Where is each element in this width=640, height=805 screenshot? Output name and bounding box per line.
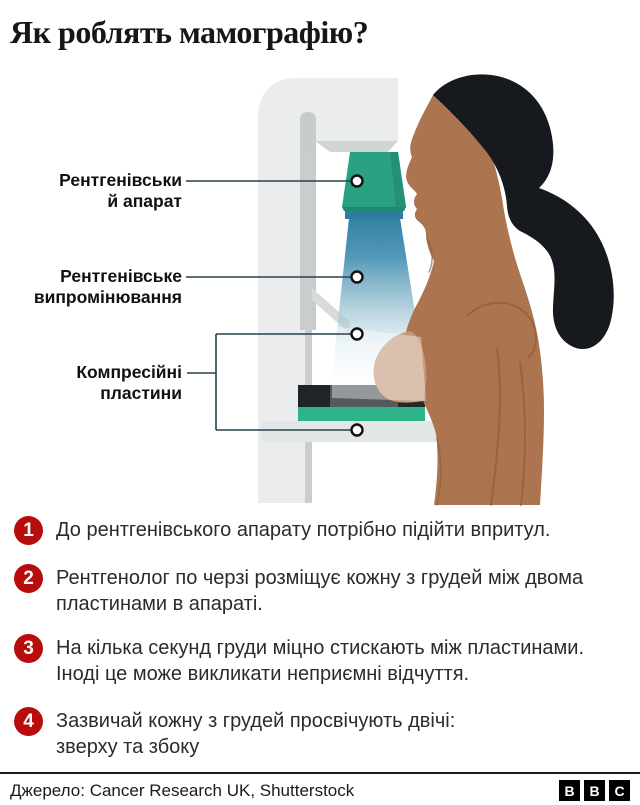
machine-column-edge bbox=[305, 152, 312, 503]
machine-arm-underside bbox=[315, 141, 398, 152]
label-xray-radiation-line1: Рентгенівське bbox=[60, 266, 182, 286]
label-xray-machine: Рентгенівськи й апарат bbox=[59, 170, 182, 212]
bbc-logo-block-b2: B bbox=[584, 780, 605, 801]
body-contour-lines bbox=[426, 237, 537, 506]
detector-plate-green bbox=[298, 407, 425, 421]
bbc-logo-block-b1: B bbox=[559, 780, 580, 801]
woman-hair bbox=[433, 74, 614, 350]
mammogram-illustration bbox=[0, 60, 640, 510]
bbc-logo: B B C bbox=[559, 780, 630, 801]
step-text: Рентгенолог по черзі розміщує кожну з гр… bbox=[56, 567, 584, 615]
xray-head-facet bbox=[390, 152, 406, 207]
xray-tube-neck bbox=[345, 211, 403, 219]
step-item-2: 2 Рентгенолог по черзі розміщує кожну з … bbox=[14, 564, 630, 617]
label-compression-plates-line2: пластини bbox=[100, 383, 182, 403]
xray-head-bottom-edge bbox=[342, 207, 406, 211]
label-xray-radiation: Рентгенівське випромінювання bbox=[34, 266, 182, 308]
step-number-badge: 4 bbox=[14, 707, 43, 736]
step-item-1: 1 До рентгенівського апарату потрібно пі… bbox=[14, 516, 630, 545]
label-xray-machine-line1: Рентгенівськи bbox=[59, 170, 182, 190]
leader-lines bbox=[186, 180, 351, 431]
label-xray-radiation-line2: випромінювання bbox=[33, 287, 182, 307]
step-number-badge: 1 bbox=[14, 516, 43, 545]
footer: Джерело: Cancer Research UK, Shutterstoc… bbox=[0, 772, 640, 801]
step-text: Зазвичай кожну з грудей просвічують двіч… bbox=[56, 710, 456, 758]
label-compression-plates-line1: Компресійні bbox=[76, 362, 182, 382]
label-compression-plates: Компресійні пластини bbox=[76, 362, 182, 404]
step-item-3: 3 На кілька секунд груди міцно стискають… bbox=[14, 634, 630, 687]
woman-body bbox=[373, 95, 544, 505]
breast-compressed bbox=[373, 331, 427, 403]
top-plate-black-left bbox=[298, 385, 330, 407]
page-title: Як роблять мамографію? bbox=[10, 14, 369, 50]
step-text: На кілька секунд груди міцно стискають м… bbox=[56, 637, 585, 685]
xray-head bbox=[342, 152, 406, 207]
step-text: До рентгенівського апарату потрібно піді… bbox=[56, 519, 551, 541]
leader-dots bbox=[350, 174, 364, 437]
mammogram-machine-drawing bbox=[186, 74, 614, 506]
machine-column bbox=[258, 78, 398, 503]
source-credit: Джерело: Cancer Research UK, Shutterstoc… bbox=[10, 780, 355, 800]
bbc-logo-block-c: C bbox=[609, 780, 630, 801]
step-number-badge: 3 bbox=[14, 634, 43, 663]
label-xray-machine-line2: й апарат bbox=[107, 191, 182, 211]
step-number-badge: 2 bbox=[14, 564, 43, 593]
step-item-4: 4 Зазвичай кожну з грудей просвічують дв… bbox=[14, 707, 630, 760]
clear-compression-paddle bbox=[332, 326, 426, 401]
